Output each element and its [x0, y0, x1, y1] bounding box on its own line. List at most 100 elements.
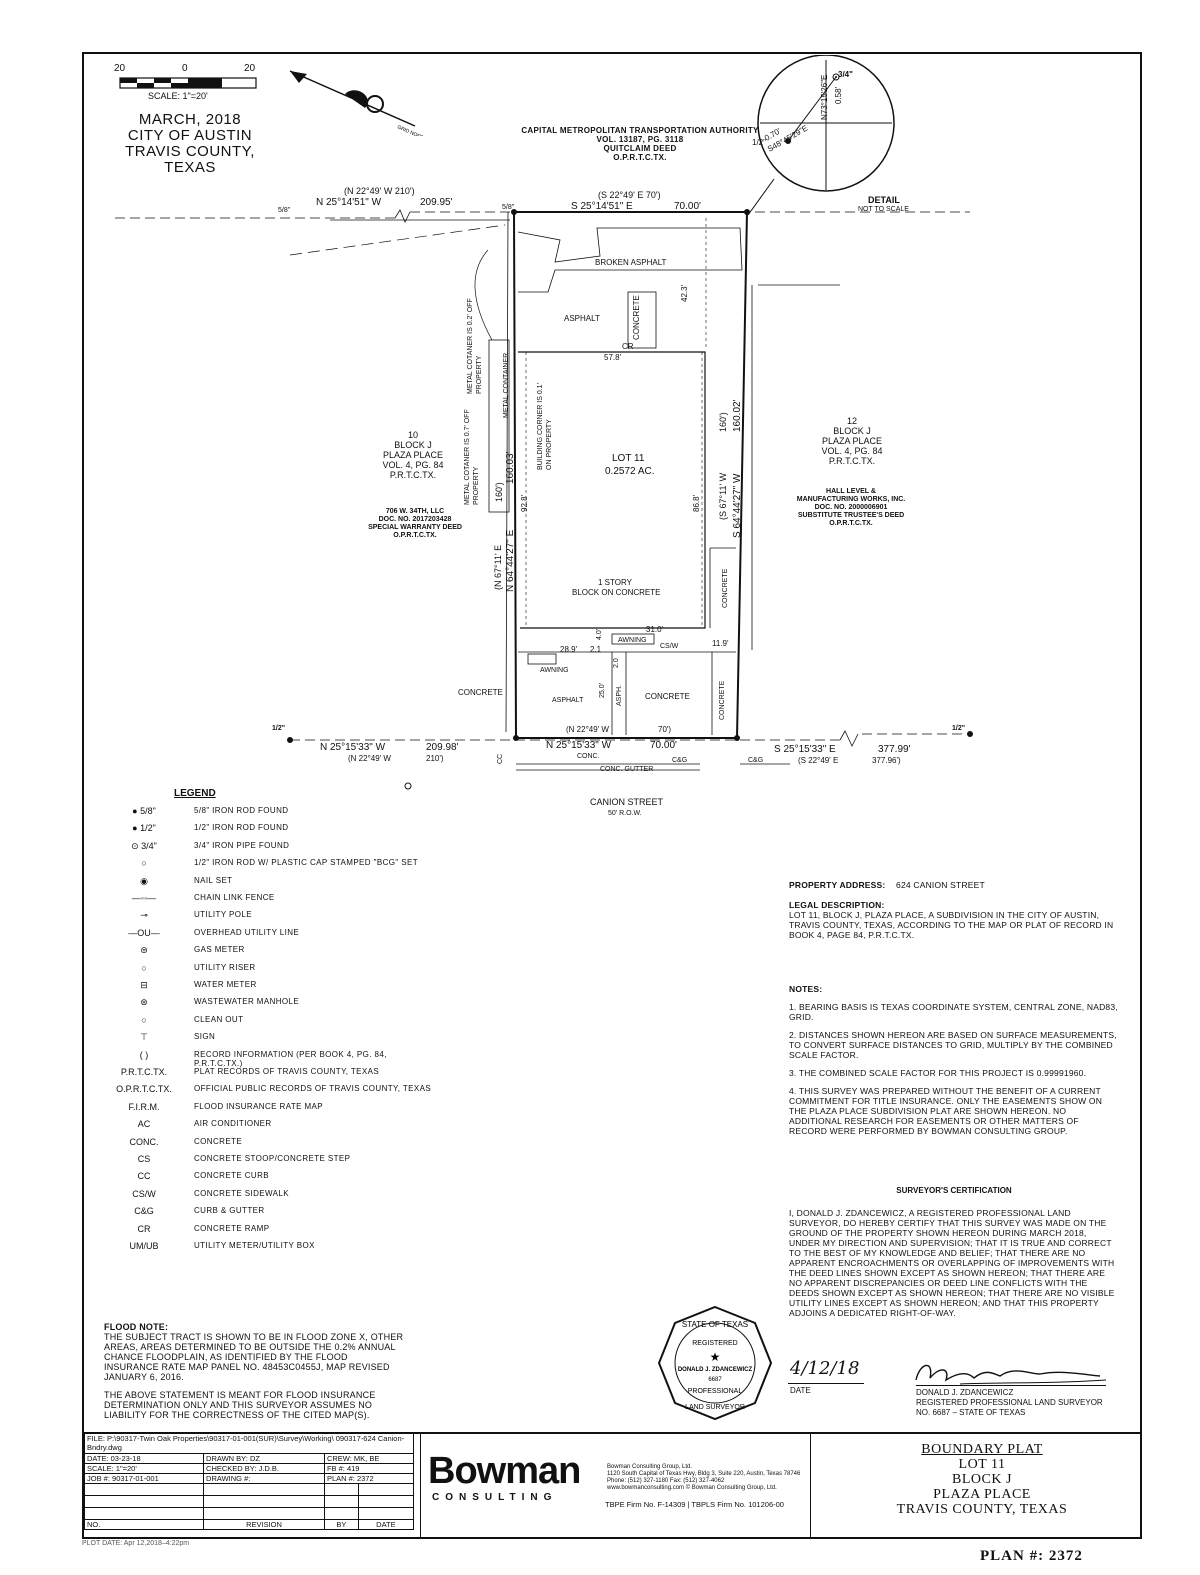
survey-date: MARCH, 2018 — [138, 111, 242, 128]
legend-item: ⊤SIGN — [104, 1032, 434, 1046]
legend-title: LEGEND — [174, 788, 216, 799]
fb-value: 419 — [346, 1464, 360, 1473]
legend-description: CONCRETE CURB — [194, 1171, 269, 1181]
legend-symbol: CR — [137, 1223, 151, 1234]
scale-value: 1"=20' — [115, 1464, 137, 1473]
scale-bar-graphic — [119, 77, 257, 89]
concrete-right-label: CONCRETE — [722, 568, 729, 608]
dim-57-8: 57.8' — [604, 353, 622, 362]
legend-description: CURB & GUTTER — [194, 1206, 265, 1216]
scale-tick-right: 20 — [244, 63, 256, 74]
dim-42-3: 42.3' — [680, 284, 689, 302]
legal-description-text: LOT 11, BLOCK J, PLAZA PLACE, A SUBDIVIS… — [789, 910, 1114, 940]
bottom-mid-distance: 70.00' — [650, 740, 677, 751]
north-arrow-label: GRID NORTH — [396, 124, 425, 136]
left-lot-volume: VOL. 4, PG. 84 — [382, 460, 444, 470]
fb-label: FB #: — [326, 1464, 345, 1473]
bottom-right-record: (S 22°49' E — [798, 756, 839, 765]
legend-item: ⊟ WATER METER — [104, 980, 434, 994]
legend-description: NAIL SET — [194, 875, 233, 885]
legend-description: OFFICIAL PUBLIC RECORDS OF TRAVIS COUNTY… — [194, 1084, 432, 1094]
plan-number-label: PLAN #: — [980, 1548, 1045, 1564]
drawn-label: DRAWN BY: — [206, 1454, 248, 1463]
top-left-distance: 209.95' — [420, 197, 453, 208]
right-side-bearing: S 64°44'27" W — [732, 473, 743, 539]
cr-label: CR — [622, 342, 634, 351]
right-lot-block: BLOCK J — [833, 426, 871, 436]
scale-label: SCALE: 1"=20' — [148, 91, 208, 101]
legend-symbol: ⊙ 3/4" — [131, 840, 157, 851]
bottom-record-2: 70') — [658, 725, 672, 734]
north-arrow-icon: GRID NORTH — [289, 70, 425, 136]
legend-symbol: ⊟ — [140, 980, 148, 990]
dim-2-0: 2.0 — [613, 658, 620, 668]
adjacent-owner-right: HALL LEVEL & MANUFACTURING WORKS, INC. D… — [776, 488, 926, 528]
concrete-label-2: CONCRETE — [645, 692, 690, 701]
legend-description: CONCRETE SIDEWALK — [194, 1188, 289, 1198]
legend-symbol: O.P.R.T.C.TX. — [116, 1084, 172, 1095]
drawing-sheet-border — [82, 52, 1142, 1539]
legend-item: ◉NAIL SET — [104, 876, 434, 890]
notes-block: NOTES: 1. BEARING BASIS IS TEXAS COORDIN… — [789, 984, 1119, 1136]
survey-county: TRAVIS COUNTY, TEXAS — [125, 143, 255, 176]
plan-value-small: 2372 — [356, 1474, 374, 1483]
legend-item: ⊸UTILITY POLE — [104, 910, 434, 924]
left-side-record-160: 160') — [494, 482, 504, 502]
file-path: P:\90317-Twin Oak Properties\90317-01-00… — [87, 1434, 405, 1452]
left-owner-name: 706 W. 34TH, LLC — [385, 508, 445, 515]
legend-description: 5/8" IRON ROD FOUND — [194, 806, 289, 815]
legend-item: ● 1/2"1/2" IRON ROD FOUND — [104, 823, 434, 837]
title-block: FILE: P:\90317-Twin Oak Properties\90317… — [82, 1432, 1142, 1547]
scale-tick-left: 20 — [114, 63, 126, 74]
bottom-right-distance: 377.99' — [878, 744, 911, 755]
seal-registered: REGISTERED — [692, 1340, 738, 1347]
legend-symbol: C&G — [134, 1206, 154, 1217]
firm-registration: TBPE Firm No. F-14309 | TBPLS Firm No. 1… — [605, 1500, 784, 1509]
seal-star-icon: ★ — [710, 1350, 721, 1364]
asphalt-label-2: ASPHALT — [552, 697, 584, 704]
detail-circle — [747, 55, 895, 216]
bottom-right-record-2: 377.96') — [872, 756, 901, 765]
plat-drawing — [115, 209, 973, 790]
top-owner-name: CAPITAL METROPOLITAN TRANSPORTATION AUTH… — [521, 126, 759, 135]
legend-description: 3/4" IRON PIPE FOUND — [194, 840, 290, 850]
legend-symbol: CS — [137, 1154, 151, 1164]
street-row: 50' R.O.W. — [608, 810, 642, 817]
legend-symbol: F.I.R.M. — [128, 1101, 160, 1112]
firm-address: 1120 South Capital of Texas Hwy, Bldg 3,… — [607, 1471, 801, 1477]
concrete-left-label: CONCRETE — [458, 688, 503, 697]
legend-description: WASTEWATER MANHOLE — [194, 997, 300, 1007]
company-logo-sub: CONSULTING — [432, 1492, 558, 1503]
right-owner-records: O.P.R.T.C.TX. — [829, 520, 873, 527]
top-owner-vol: VOL. 13187, PG. 3118 — [596, 135, 684, 144]
plot-date: PLOT DATE: Apr 12,2018–4:22pm — [82, 1540, 190, 1547]
legend-item: ○CLEAN OUT — [104, 1015, 434, 1029]
plat-lot: LOT 11 — [958, 1457, 1006, 1472]
monument-12-right: 1/2" — [952, 725, 966, 732]
monument-58-left: 5/8" — [278, 207, 291, 214]
plan-label-small: PLAN #: — [326, 1474, 355, 1483]
dim-31-0: 31.0' — [646, 625, 664, 634]
checked-label: CHECKED BY: — [206, 1464, 257, 1473]
legend-item: O.P.R.T.C.TX. OFFICIAL PUBLIC RECORDS OF … — [104, 1084, 434, 1098]
right-lot-number: 12 — [846, 416, 857, 426]
note-2: 2. DISTANCES SHOWN HEREON ARE BASED ON S… — [789, 1030, 1117, 1060]
right-owner-doc: DOC. NO. 2000006901 — [814, 504, 888, 511]
legend-symbol: CONC. — [129, 1136, 159, 1147]
date-value: 03-23-18 — [110, 1454, 141, 1463]
legend-description: CONCRETE STOOP/CONCRETE STEP — [194, 1154, 351, 1163]
legend-symbol: AC — [137, 1119, 151, 1130]
legend-description: OVERHEAD UTILITY LINE — [194, 927, 300, 937]
legend-description: CLEAN OUT — [194, 1014, 244, 1024]
dim-28-9: 28.9' — [560, 645, 578, 654]
plat-subdivision: PLAZA PLACE — [933, 1487, 1031, 1502]
legend-symbol: ○ — [141, 962, 147, 973]
drawn-value: DZ — [249, 1454, 260, 1463]
crew-label: CREW: — [326, 1454, 352, 1463]
legend-item: P.R.T.C.TX.PLAT RECORDS OF TRAVIS COUNTY… — [104, 1067, 434, 1081]
legend-symbol: CS/W — [132, 1188, 156, 1199]
legend-description: WATER METER — [194, 980, 257, 989]
legend-symbol: P.R.T.C.TX. — [120, 1067, 168, 1077]
